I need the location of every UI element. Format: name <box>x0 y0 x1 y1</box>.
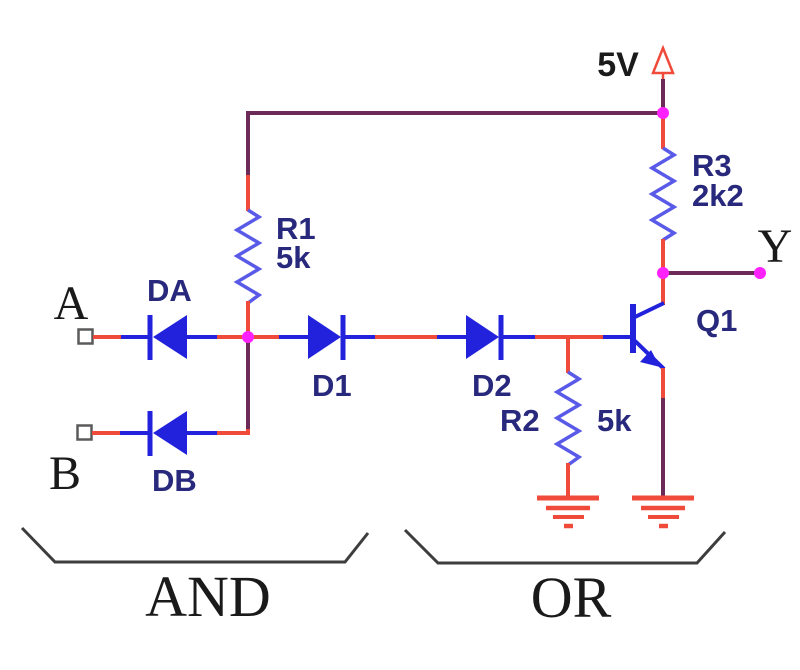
resistor-r2-zigzag <box>553 370 583 467</box>
label-r3-name: R3 <box>692 148 732 183</box>
label-r3-value: 2k2 <box>692 178 744 213</box>
resistor-r1-zigzag <box>233 208 263 305</box>
junction-dot-power <box>657 107 669 119</box>
ground-symbol-q1 <box>632 495 694 529</box>
wire-b-red2 <box>217 427 250 435</box>
label-r1-value: 5k <box>276 240 311 275</box>
label-db: DB <box>152 463 197 498</box>
output-terminal-y <box>754 267 766 279</box>
power-symbol <box>651 44 675 79</box>
input-terminal-a <box>77 328 94 345</box>
label-r1-name: R1 <box>276 211 316 246</box>
ground-symbol-r2 <box>537 495 599 529</box>
resistor-r3-zigzag <box>648 146 678 242</box>
junction-dot-and-node <box>242 331 254 343</box>
diode-db <box>147 411 187 456</box>
label-or-section: OR <box>531 565 612 630</box>
label-da: DA <box>147 273 192 308</box>
label-a: A <box>54 277 89 330</box>
label-y: Y <box>758 220 793 273</box>
or-section-brace <box>403 528 727 565</box>
label-and-section: AND <box>145 564 271 629</box>
and-section-brace <box>20 526 370 564</box>
d1-triangle <box>308 315 341 359</box>
label-r2-value: 5k <box>597 403 632 438</box>
da-triangle <box>153 315 187 359</box>
label-b: B <box>49 447 81 500</box>
label-r2-name: R2 <box>500 403 540 438</box>
label-d1: D1 <box>312 368 352 403</box>
transistor-q1 <box>601 301 666 371</box>
diode-d1 <box>308 315 346 360</box>
junction-dot-collector <box>657 267 669 279</box>
power-voltage-label: 5V <box>597 46 639 84</box>
label-d2: D2 <box>472 368 512 403</box>
q1-collector-lead <box>634 301 665 319</box>
d2-triangle <box>466 315 499 359</box>
q1-emitter-arrow-icon <box>640 350 660 367</box>
input-terminal-b <box>76 424 93 441</box>
diode-d2 <box>466 315 504 360</box>
power-triangle-icon <box>651 44 675 75</box>
diode-da <box>147 315 187 360</box>
label-q1: Q1 <box>696 303 737 338</box>
db-triangle <box>153 411 187 455</box>
